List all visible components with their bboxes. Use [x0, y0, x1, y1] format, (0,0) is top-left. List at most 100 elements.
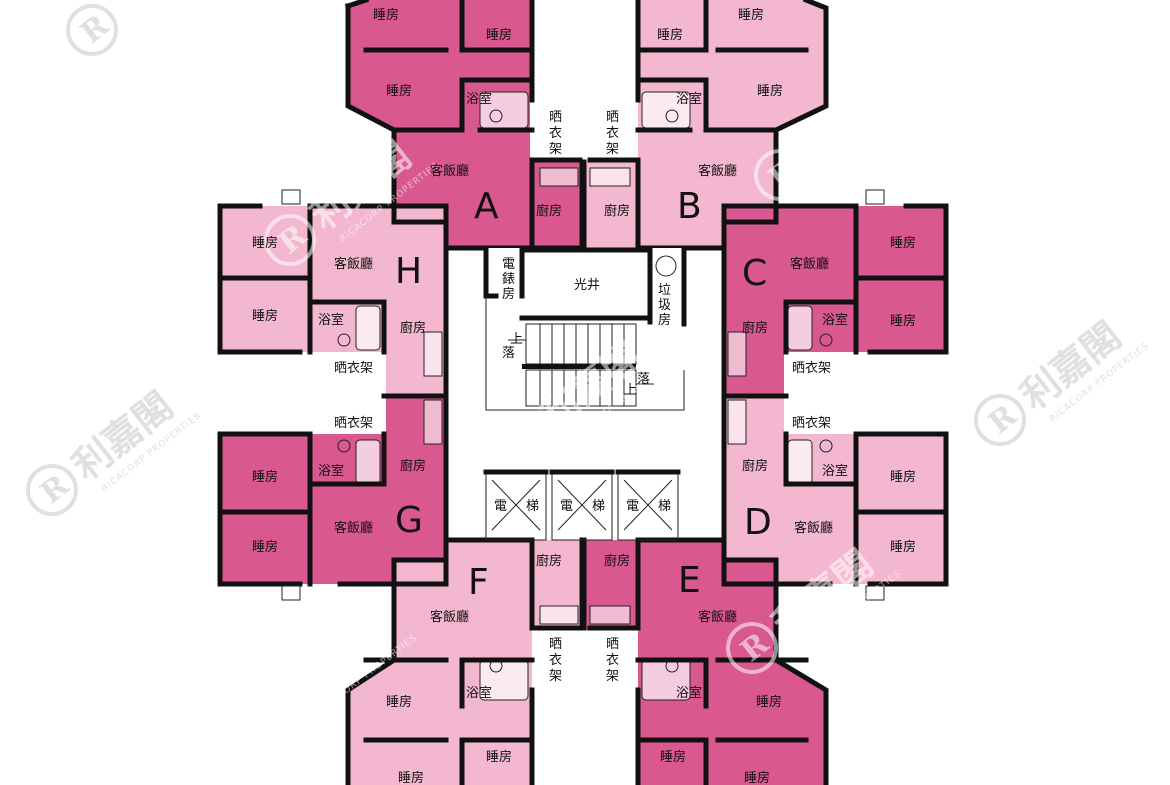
lift-1-label-b: 梯 [526, 499, 539, 514]
unit-e-bathroom: 浴室 [676, 685, 702, 701]
drying-rack-label-bottom-right: 晒 衣 架 [606, 637, 619, 684]
meter-room-label: 電 錶 房 [502, 257, 515, 302]
unit-g-bedroom-1: 睡房 [252, 469, 278, 485]
svg-text:錶: 錶 [502, 272, 515, 287]
unit-a-bedroom-1: 睡房 [373, 7, 399, 23]
lifts [483, 469, 681, 541]
stair-down-label-1: 落 [502, 346, 515, 361]
unit-c-letter: C [742, 253, 767, 294]
unit-b-bedroom-1: 睡房 [738, 7, 764, 23]
ac-ledges [281, 189, 885, 601]
unit-d-bedroom-2: 睡房 [890, 539, 916, 555]
drying-rack-label-left-lower: 晒衣架 [334, 415, 373, 431]
svg-text:晒: 晒 [606, 637, 619, 652]
unit-f-bedroom-3: 睡房 [398, 770, 424, 785]
svg-text:衣: 衣 [606, 125, 619, 141]
unit-g-bathroom: 浴室 [318, 463, 344, 479]
stair-up-label-1: 上 [510, 332, 523, 347]
unit-g-living-dining: 客飯廳 [334, 520, 373, 536]
drying-rack-label-right-upper: 晒衣架 [792, 360, 831, 376]
drying-rack-label-top-right: 晒 衣 架 [606, 110, 619, 157]
unit-e-bedroom-3: 睡房 [744, 770, 770, 785]
svg-text:架: 架 [606, 142, 619, 157]
unit-h-living-dining: 客飯廳 [334, 256, 373, 272]
svg-text:架: 架 [606, 669, 619, 684]
unit-f-bedroom-2: 睡房 [486, 749, 512, 765]
light-well-label: 光井 [574, 278, 600, 293]
unit-c-bedroom-2: 睡房 [890, 313, 916, 329]
unit-d-kitchen: 廚房 [742, 458, 768, 474]
svg-text:衣: 衣 [549, 652, 562, 668]
svg-text:架: 架 [549, 669, 562, 684]
unit-e-bedroom-2: 睡房 [660, 749, 686, 765]
unit-d-living-dining: 客飯廳 [794, 520, 833, 536]
unit-a-bedroom-3: 睡房 [386, 83, 412, 99]
unit-b-bedroom-2: 睡房 [657, 27, 683, 43]
unit-h-kitchen: 廚房 [400, 320, 426, 336]
core [483, 247, 687, 541]
drying-rack-label-left-upper: 晒衣架 [334, 360, 373, 376]
svg-text:晒: 晒 [549, 110, 562, 125]
lift-3-label-b: 梯 [658, 499, 671, 514]
drying-rack-area [592, 630, 634, 686]
unit-d-bedroom-1: 睡房 [890, 469, 916, 485]
svg-text:圾: 圾 [658, 298, 671, 313]
unit-b-bedroom-3: 睡房 [757, 83, 783, 99]
unit-f-letter: F [468, 562, 489, 603]
unit-e-letter: E [678, 560, 701, 601]
drying-rack-area [592, 102, 634, 160]
unit-g-kitchen: 廚房 [400, 458, 426, 474]
unit-f-kitchen: 廚房 [536, 553, 562, 569]
unit-a-letter: A [474, 186, 499, 227]
unit-e-bedroom-1: 睡房 [756, 694, 782, 710]
unit-h [220, 206, 446, 396]
svg-text:衣: 衣 [549, 125, 562, 141]
unit-h-bathroom: 浴室 [318, 312, 344, 328]
svg-text:晒: 晒 [606, 110, 619, 125]
kitchen-counters [423, 167, 747, 625]
lift-1-label-a: 電 [494, 499, 507, 514]
drying-rack-label-top-left: 晒 衣 架 [549, 110, 562, 157]
unit-a-bathroom: 浴室 [466, 91, 492, 107]
unit-e-kitchen: 廚房 [604, 553, 630, 569]
svg-text:房: 房 [502, 286, 515, 302]
drying-rack-label-bottom-left: 晒 衣 架 [549, 637, 562, 684]
unit-f-living-dining: 客飯廳 [430, 609, 469, 625]
stair-up-label-2: 上 [624, 383, 637, 398]
unit-g-letter: G [395, 500, 423, 541]
svg-text:房: 房 [658, 312, 671, 328]
unit-b-letter: B [677, 186, 702, 227]
unit-a-living-dining: 客飯廳 [430, 163, 469, 179]
lift-2-label-a: 電 [560, 499, 573, 514]
lift-3-label-a: 電 [626, 499, 639, 514]
drying-rack-area [324, 352, 384, 434]
unit-a-bedroom-2: 睡房 [486, 27, 512, 43]
walls [217, 0, 949, 785]
unit-h-letter: H [395, 251, 422, 292]
unit-c-bathroom: 浴室 [822, 312, 848, 328]
unit-d-letter: D [744, 502, 772, 543]
refuse-room-label: 垃 圾 房 [658, 283, 671, 328]
unit-c-bedroom-1: 睡房 [890, 235, 916, 251]
unit-e-living-dining: 客飯廳 [698, 609, 737, 625]
unit-d-bathroom: 浴室 [822, 463, 848, 479]
watermark-8: R [66, 4, 118, 56]
unit-b-kitchen: 廚房 [604, 203, 630, 219]
unit-f-bedroom-1: 睡房 [386, 694, 412, 710]
watermark-4: R 利嘉閣 RICACORP PROPERTIES [974, 313, 1151, 446]
unit-f-bathroom: 浴室 [466, 685, 492, 701]
drying-rack-area [536, 630, 580, 686]
svg-text:電: 電 [502, 257, 515, 272]
watermark-3: R 利嘉閣 RICACORP PROPERTIES [26, 383, 203, 516]
svg-text:衣: 衣 [606, 652, 619, 668]
unit-b-bathroom: 浴室 [676, 91, 702, 107]
unit-h-bedroom-1: 睡房 [252, 235, 278, 251]
drying-rack-label-right-lower: 晒衣架 [792, 415, 831, 431]
unit-a-kitchen: 廚房 [536, 203, 562, 219]
unit-h-bedroom-2: 睡房 [252, 308, 278, 324]
drying-rack-area [786, 352, 846, 434]
unit-g-bedroom-2: 睡房 [252, 539, 278, 555]
svg-text:晒: 晒 [549, 637, 562, 652]
